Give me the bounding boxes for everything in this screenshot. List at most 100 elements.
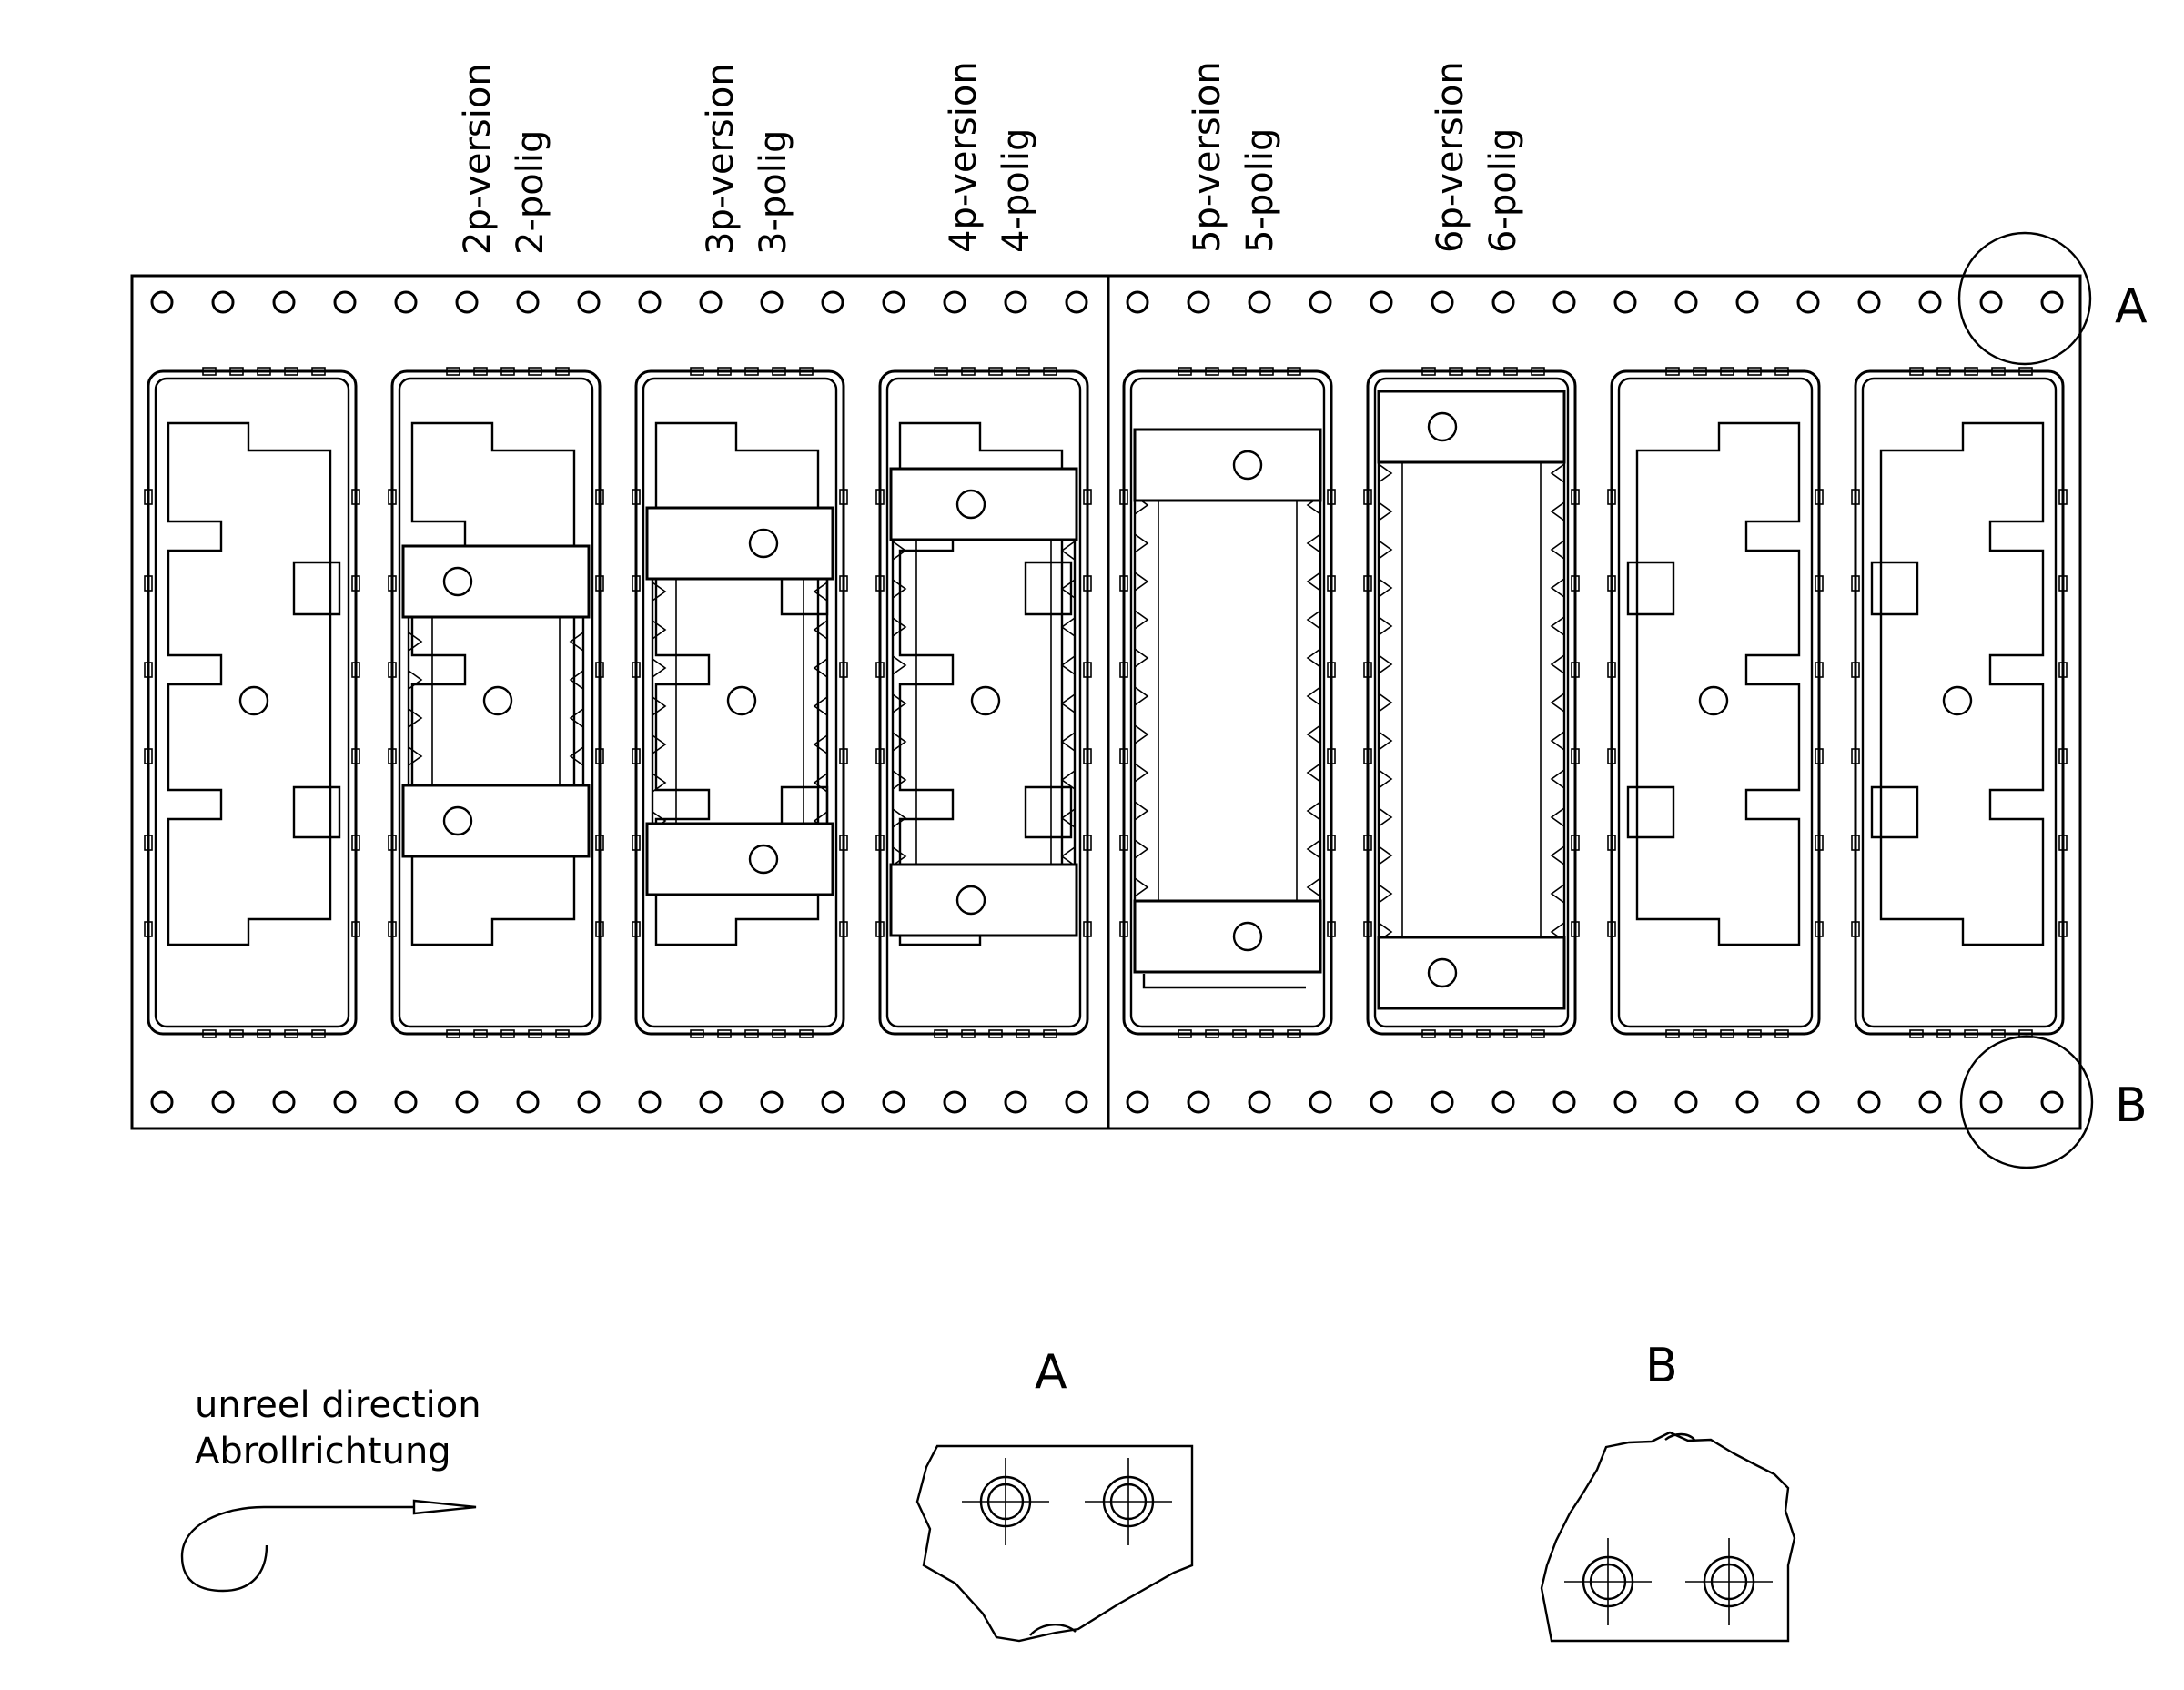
connector-strap — [1133, 428, 1322, 502]
pocket-notch — [292, 561, 341, 616]
sprocket-hole — [1796, 1090, 1820, 1114]
version-label-2p-de: 2-polig — [510, 130, 551, 255]
wall-bump — [1571, 489, 1580, 505]
sprocket-hole — [1552, 1090, 1576, 1114]
wall-bump — [1936, 1029, 1951, 1038]
wall-bump — [875, 662, 885, 678]
sprocket-hole — [455, 1090, 479, 1114]
contact-tooth — [1306, 686, 1321, 706]
wall-bump — [595, 575, 604, 592]
sprocket-hole — [1309, 290, 1332, 314]
sprocket-hole — [333, 1090, 357, 1114]
wall-bump — [1774, 367, 1789, 376]
wall-bump — [311, 367, 326, 376]
wall-bump — [351, 662, 360, 678]
wall-bump — [351, 575, 360, 592]
wall-bump — [2058, 748, 2068, 764]
contact-tooth — [1378, 540, 1393, 560]
sprocket-hole — [577, 1090, 601, 1114]
wall-bump — [632, 575, 641, 592]
pocket-outer — [1122, 369, 1333, 1036]
pocket-outer — [634, 369, 845, 1036]
wall-bump — [1476, 367, 1491, 376]
contact-tooth — [892, 693, 907, 713]
sprocket-hole — [638, 1090, 662, 1114]
contact-tooth — [1306, 533, 1321, 553]
sprocket-hole — [882, 1090, 905, 1114]
wall-bump — [1043, 1029, 1057, 1038]
contact-tooth — [1550, 693, 1565, 713]
detail-callout-b: B — [2115, 1078, 2148, 1133]
wall-bump — [1016, 1029, 1030, 1038]
sprocket-holes-bottom — [150, 1090, 2064, 1114]
unreel-arrow-icon — [180, 1505, 268, 1593]
pocket-notch — [1024, 561, 1073, 616]
pocket-center-hole — [238, 685, 269, 716]
sprocket-hole — [1918, 290, 1942, 314]
contact-tooth — [1060, 693, 1076, 713]
wall-bump — [1607, 575, 1616, 592]
pocket-4 — [875, 367, 1092, 1038]
contact-tooth — [1060, 808, 1076, 828]
pocket-inner-outline — [1635, 421, 1801, 946]
wall-bump — [2018, 367, 2033, 376]
contact-tooth — [1306, 763, 1321, 783]
wall-bump — [388, 662, 397, 678]
unreel-direction: unreel direction Abrollrichtung — [180, 1384, 481, 1593]
sprocket-hole — [394, 1090, 418, 1114]
wall-bump — [1327, 748, 1336, 764]
pocket-inner-outline — [1879, 421, 2045, 946]
strap-hole — [956, 885, 986, 916]
wall-bump — [1503, 367, 1518, 376]
contact-tooth — [1134, 724, 1149, 744]
strap-hole — [1427, 957, 1458, 988]
wall-bump — [1232, 1029, 1247, 1038]
contact-tooth — [1550, 578, 1565, 598]
wall-bump — [717, 367, 732, 376]
connector-body — [1377, 426, 1566, 985]
version-labels: 2p-version 2-polig 3p-version 3-polig 4p… — [457, 61, 1524, 255]
wall-bump — [961, 1029, 976, 1038]
pocket-1 — [144, 367, 360, 1038]
wall-bump — [388, 489, 397, 505]
wall-bump — [2058, 575, 2068, 592]
wall-bump — [875, 748, 885, 764]
pocket-outer — [390, 369, 602, 1036]
contact-tooth — [1060, 846, 1076, 866]
contact-tooth — [569, 632, 584, 652]
wall-bump — [839, 489, 848, 505]
wall-bump — [1851, 748, 1860, 764]
wall-bump — [555, 1029, 570, 1038]
wall-bump — [1571, 921, 1580, 937]
wall-bump — [717, 1029, 732, 1038]
unreel-arrow-head — [412, 1499, 477, 1515]
unreel-label-de: Abrollrichtung — [195, 1431, 451, 1472]
sprocket-hole — [2040, 290, 2064, 314]
pocket-7 — [1607, 367, 1824, 1038]
sprocket-hole — [1248, 290, 1271, 314]
wall-bump — [1991, 367, 2006, 376]
wall-bump — [1259, 1029, 1274, 1038]
wall-bump — [690, 1029, 704, 1038]
detail-callouts: A B — [1957, 231, 2148, 1169]
connector-strap — [1377, 390, 1566, 464]
wall-bump — [229, 1029, 244, 1038]
wall-bump — [875, 489, 885, 505]
wall-bump — [744, 367, 759, 376]
pocket-outer — [1610, 369, 1821, 1036]
contact-tooth — [1550, 845, 1565, 865]
sprocket-hole — [272, 290, 296, 314]
pocket-center-hole — [1698, 685, 1729, 716]
wall-bump — [144, 489, 153, 505]
wall-bump — [351, 489, 360, 505]
pocket-notch — [1870, 785, 1919, 839]
contact-tooth — [569, 670, 584, 690]
contact-tooth — [1378, 501, 1393, 521]
wall-bump — [1205, 367, 1219, 376]
wall-bump — [1531, 1029, 1545, 1038]
contact-tooth — [1378, 769, 1393, 789]
contact-tooth — [652, 734, 667, 754]
pocket-center-hole — [970, 685, 1001, 716]
version-label-3p-de: 3-polig — [753, 130, 794, 255]
wall-bump — [388, 835, 397, 851]
